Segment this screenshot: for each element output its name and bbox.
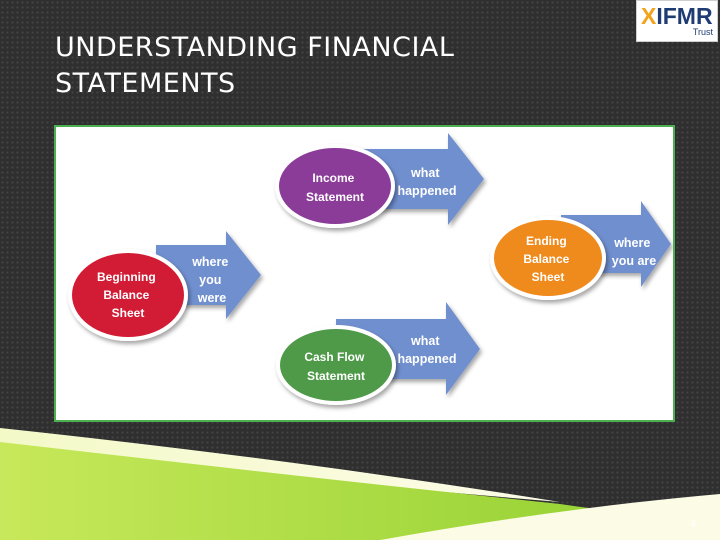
node-label-line-2: Statement (306, 190, 364, 204)
node-label-line-1: Beginning (97, 270, 156, 284)
node-label-line-1: Income (312, 171, 354, 185)
node-label-line-2: Balance (103, 288, 149, 302)
oval-ending-balance-sheet (490, 216, 606, 300)
logo-subtext: Trust (692, 27, 713, 37)
arrow-label-where-you-are: where you are (612, 236, 657, 268)
node-label-line-2: Balance (523, 252, 569, 266)
node-income-statement: Income Statement (275, 144, 395, 228)
diagram-canvas: where you were what happened what happen… (68, 133, 671, 405)
arrow-label-cashflow-what-happened: what happened (397, 334, 456, 366)
node-label-beginning-balance-sheet: Beginning Balance Sheet (97, 270, 159, 320)
arrow-label-where: where (613, 236, 650, 250)
arrow-label-you: you (199, 273, 221, 287)
node-label-income-statement: Income Statement (306, 171, 364, 204)
financial-statements-diagram: where you were what happened what happen… (54, 125, 675, 422)
band-cream-wedge (380, 494, 720, 540)
slide-title-line-2: STATEMENTS (55, 68, 236, 99)
arrow-label-were: were (197, 291, 227, 305)
oval-beginning-balance-sheet (68, 249, 188, 341)
logo-wordmark: IFMR (656, 3, 713, 29)
slide-title: UNDERSTANDING FINANCIAL STATEMENTS (55, 30, 575, 102)
oval-income-statement (275, 144, 395, 228)
node-cash-flow-statement: Cash Flow Statement (276, 325, 396, 405)
arrow-label-income-what-happened: what happened (397, 166, 456, 198)
node-label-line-3: Sheet (532, 270, 565, 284)
arrow-label-you-are: you are (612, 254, 657, 268)
band-light-stripe (0, 428, 560, 502)
arrow-label-where: where (191, 255, 228, 269)
bottom-decorative-band (0, 428, 720, 540)
node-ending-balance-sheet: Ending Balance Sheet (490, 216, 606, 300)
node-beginning-balance-sheet: Beginning Balance Sheet (68, 249, 188, 341)
logo-mark: XIFMR (641, 3, 713, 29)
node-label-line-1: Ending (526, 234, 567, 248)
page-number: 4 (690, 518, 697, 530)
logo-x-mark: X (641, 3, 657, 29)
node-label-line-3: Sheet (112, 306, 145, 320)
arrow-label-where-you-were: where you were (191, 255, 232, 305)
arrow-label-happened: happened (397, 184, 456, 198)
node-label-cash-flow-statement: Cash Flow Statement (304, 350, 367, 383)
arrow-label-what: what (410, 334, 440, 348)
slide-title-line-1: UNDERSTANDING FINANCIAL (55, 32, 455, 63)
arrow-label-happened: happened (397, 352, 456, 366)
oval-cash-flow-statement (276, 325, 396, 405)
ifmr-trust-logo: XIFMR Trust (636, 0, 718, 42)
node-label-ending-balance-sheet: Ending Balance Sheet (523, 234, 572, 284)
node-label-line-1: Cash Flow (304, 350, 365, 364)
arrow-label-what: what (410, 166, 440, 180)
node-label-line-2: Statement (307, 369, 365, 383)
